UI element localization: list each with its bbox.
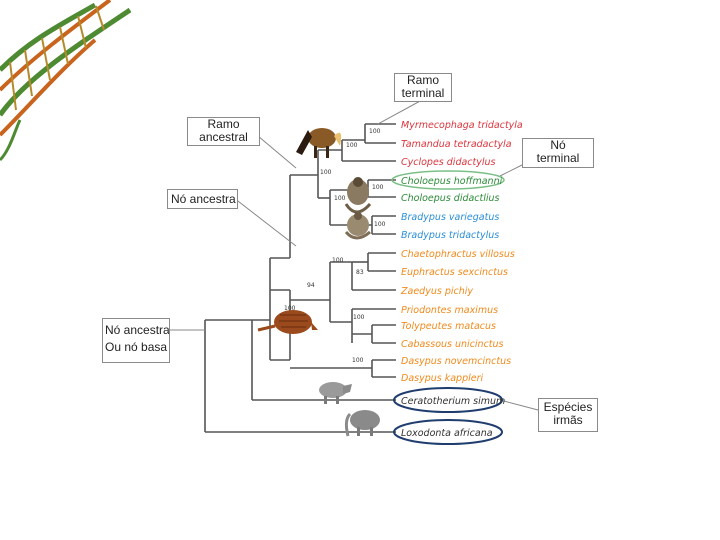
callout-especies-irmas: Espécies irmãs — [538, 398, 598, 432]
taxon-label: Cyclopes didactylus — [401, 157, 496, 168]
callout-text: Ou nó basa — [105, 340, 168, 354]
sloth-icon — [344, 177, 372, 214]
callout-text: ancestral — [199, 130, 248, 144]
callout-pointers — [168, 99, 539, 411]
anteater-icon — [296, 128, 342, 158]
taxon-label: Bradypus variegatus — [401, 212, 499, 223]
support-value: 100 — [352, 357, 364, 364]
callout-text: terminal — [401, 86, 445, 100]
rhinoceros-icon — [319, 382, 352, 404]
sister-species-outline-1 — [393, 387, 503, 413]
sloth-icon-2 — [344, 212, 371, 240]
terminal-node-highlight — [391, 170, 505, 190]
support-value: 100 — [369, 128, 381, 135]
taxon-label: Loxodonta africana — [401, 428, 493, 439]
taxon-label: Tolypeutes matacus — [401, 321, 496, 332]
taxon-label: Tamandua tetradactyla — [401, 139, 512, 150]
support-value: 100 — [346, 142, 358, 149]
callout-ramo-terminal: Ramo terminal — [394, 73, 452, 102]
elephant-icon — [344, 410, 380, 437]
taxon-label: Zaedyus pichiy — [400, 286, 473, 297]
callout-text: irmãs — [553, 413, 583, 427]
taxon-label: Chaetophractus villosus — [401, 249, 515, 260]
taxon-label: Euphractus sexcinctus — [401, 267, 508, 278]
callout-text: Nó ancestra — [105, 323, 170, 337]
callout-text: terminal — [536, 151, 580, 165]
sister-species-outline-2 — [393, 419, 503, 445]
support-value: 100 — [320, 169, 332, 176]
support-value: 100 — [334, 195, 346, 202]
support-value: 100 — [372, 184, 384, 191]
callout-text: Nó ancestra — [171, 192, 236, 206]
support-value: 94 — [307, 282, 315, 289]
callout-no-ancestral: Nó ancestra — [167, 189, 238, 209]
armadillo-icon — [257, 310, 318, 334]
taxon-label: Choloepus didactlius — [401, 193, 500, 204]
support-value: 100 — [332, 257, 344, 264]
support-value: 100 — [353, 314, 365, 321]
dna-helix-icon — [0, 0, 132, 162]
support-values: 100 100 100 100 100 100 100 83 94 100 100 100 — [284, 128, 386, 364]
taxon-label: Dasypus novemcinctus — [401, 356, 511, 367]
taxon-label: Myrmecophaga tridactyla — [401, 120, 523, 131]
taxon-label: Dasypus kappleri — [401, 373, 484, 384]
taxon-label: Ceratotherium simum — [401, 396, 505, 407]
support-value: 83 — [356, 269, 364, 276]
callout-text: Nó — [550, 138, 566, 152]
tree-branches — [204, 123, 396, 433]
callout-no-terminal: Nó terminal — [522, 138, 594, 168]
callout-ramo-ancestral: Ramo ancestral — [187, 117, 260, 146]
callout-text: Ramo — [406, 73, 439, 87]
callout-text: Espécies — [543, 400, 593, 414]
taxon-label: Choloepus hoffmanni — [401, 176, 503, 187]
taxon-label: Priodontes maximus — [401, 305, 498, 316]
support-value: 100 — [374, 221, 386, 228]
callout-no-basal: Nó ancestra Ou nó basa — [102, 318, 170, 363]
taxon-label: Bradypus tridactylus — [401, 230, 499, 241]
support-value: 100 — [284, 305, 296, 312]
taxon-label: Cabassous unicinctus — [401, 339, 504, 350]
callout-text: Ramo — [207, 117, 240, 131]
